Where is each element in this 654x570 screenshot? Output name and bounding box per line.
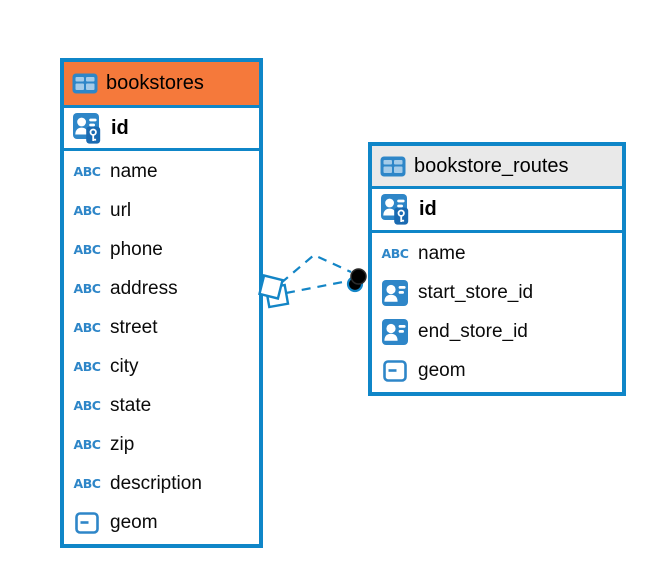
column-row[interactable]: geom: [64, 503, 259, 542]
column-row[interactable]: end_store_id: [372, 312, 622, 351]
column-row[interactable]: ABC phone: [64, 230, 259, 269]
table-header-bookstores[interactable]: bookstores: [64, 62, 259, 108]
text-column-icon: ABC: [73, 476, 101, 491]
circle-marker-front: [350, 268, 367, 285]
column-row[interactable]: ABC name: [372, 234, 622, 273]
table-title: bookstore_routes: [414, 154, 569, 177]
column-row[interactable]: ABC address: [64, 269, 259, 308]
text-column-icon: ABC: [73, 398, 101, 413]
column-row[interactable]: ABC zip: [64, 425, 259, 464]
text-column-icon: ABC: [73, 281, 101, 296]
column-name: city: [110, 355, 139, 377]
reference-column-icon: [379, 318, 411, 345]
text-column-icon: ABC: [381, 246, 409, 261]
table-title: bookstores: [106, 72, 204, 94]
column-name: url: [110, 199, 132, 221]
table-header-bookstore-routes[interactable]: bookstore_routes: [372, 146, 622, 189]
column-name: end_store_id: [418, 320, 528, 342]
column-name: start_store_id: [418, 281, 534, 303]
column-name: name: [110, 160, 158, 182]
column-name: geom: [110, 511, 158, 533]
text-column-icon: ABC: [73, 320, 101, 335]
relationship-line-lower[interactable]: [285, 279, 349, 295]
column-name: state: [110, 394, 152, 416]
primary-key-icon: [379, 194, 411, 225]
column-row[interactable]: ABC name: [64, 152, 259, 191]
geometry-column-icon: [379, 359, 411, 382]
column-row[interactable]: ABC url: [64, 191, 259, 230]
column-row[interactable]: geom: [372, 351, 622, 390]
column-list: ABC name ABC url ABC phone ABC address A…: [64, 151, 259, 542]
text-column-icon: ABC: [73, 164, 101, 179]
column-name: geom: [418, 359, 466, 381]
table-icon: [380, 156, 406, 177]
column-name: name: [418, 242, 466, 264]
column-row-pk[interactable]: id: [372, 189, 622, 233]
circle-marker-back: [346, 275, 364, 293]
column-list: ABC name start_store_id: [372, 233, 622, 390]
reference-column-icon: [379, 279, 411, 306]
column-row[interactable]: ABC state: [64, 386, 259, 425]
relationship-line-upper[interactable]: [280, 253, 352, 284]
text-column-icon: ABC: [73, 203, 101, 218]
table-icon: [72, 73, 98, 94]
column-row[interactable]: ABC city: [64, 347, 259, 386]
text-column-icon: ABC: [73, 437, 101, 452]
text-column-icon: ABC: [73, 242, 101, 257]
column-name: id: [111, 116, 129, 139]
column-row[interactable]: ABC description: [64, 464, 259, 503]
column-name: phone: [110, 238, 163, 260]
primary-key-icon: [71, 112, 103, 144]
table-bookstores[interactable]: bookstores id ABC na: [60, 58, 263, 548]
column-name: id: [419, 198, 437, 220]
geometry-column-icon: [71, 511, 103, 534]
column-name: address: [110, 277, 178, 299]
column-name: zip: [110, 433, 135, 455]
column-name: street: [110, 316, 158, 338]
column-name: description: [110, 472, 202, 494]
column-row[interactable]: ABC street: [64, 308, 259, 347]
diamond-marker-back: [264, 283, 290, 309]
column-row-pk[interactable]: id: [64, 108, 259, 151]
column-row[interactable]: start_store_id: [372, 273, 622, 312]
table-bookstore-routes[interactable]: bookstore_routes id ABC: [368, 142, 626, 396]
text-column-icon: ABC: [73, 359, 101, 374]
